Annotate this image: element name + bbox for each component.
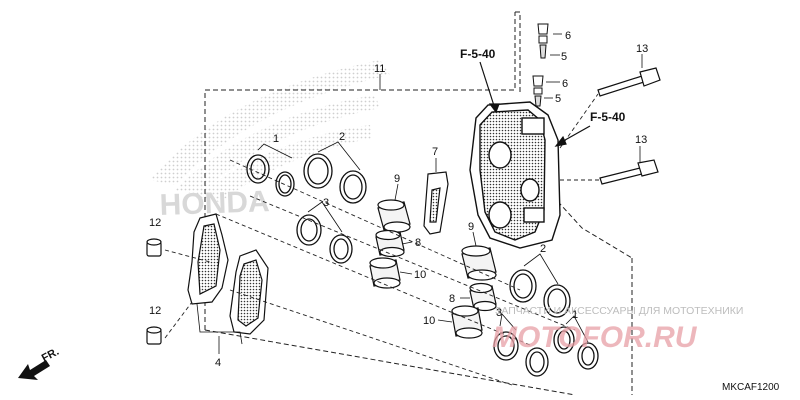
store-watermark: ЗАПЧАСТИ И АКСЕССУАРЫ ДЛЯ МОТОТЕХНИКИ MO… <box>492 305 743 354</box>
callout-3: 3 <box>323 197 329 209</box>
callout-13: 13 <box>635 134 647 146</box>
piston-9-lower <box>461 245 497 281</box>
callout-6: 6 <box>565 30 571 42</box>
brake-pads <box>187 213 269 335</box>
seal-3b <box>329 234 353 264</box>
piston-8-upper <box>375 229 405 258</box>
diagram-code: MKCAF1200 <box>722 382 780 393</box>
seal-3a <box>296 214 322 246</box>
piston-10-upper <box>369 257 401 289</box>
callout-8: 8 <box>449 293 455 305</box>
reference-arrows <box>479 61 591 147</box>
bolt-upper <box>597 67 661 97</box>
callout-10: 10 <box>423 315 435 327</box>
brake-pad-rear <box>229 249 269 335</box>
callout-12: 12 <box>149 305 161 317</box>
brand-logo-watermark: HONDA <box>150 60 390 222</box>
callout-1: 1 <box>572 309 578 321</box>
callout-6: 6 <box>562 78 568 90</box>
reference-label-upper: F-5-40 <box>460 47 496 61</box>
callout-12: 12 <box>149 217 161 229</box>
piston-8-lower <box>469 282 497 312</box>
callout-10: 10 <box>414 269 426 281</box>
store-domain-part3: .RU <box>645 321 698 354</box>
callout-labels: 1 2 3 9 7 8 10 9 2 8 10 3 1 4 6 5 6 5 13… <box>149 30 648 369</box>
assembly-boundary <box>204 11 633 396</box>
seal-2b <box>339 170 367 204</box>
callout-13: 13 <box>636 43 648 55</box>
store-domain-part2: FOR <box>581 321 645 354</box>
callout-4: 4 <box>215 357 221 369</box>
store-domain: MOTOFOR.RU <box>492 321 698 354</box>
pad-pin-lower <box>146 326 162 345</box>
pistons-lower <box>451 245 497 339</box>
front-direction-arrow <box>18 360 50 380</box>
seal-2a <box>303 153 333 189</box>
pistons-upper <box>369 199 411 289</box>
front-direction-label: FR. <box>40 346 61 365</box>
seal-rings-lower <box>493 269 599 377</box>
callout-2: 2 <box>339 131 345 143</box>
pad-spring <box>423 171 449 235</box>
store-caption: ЗАПЧАСТИ И АКСЕССУАРЫ ДЛЯ МОТОТЕХНИКИ <box>495 305 743 317</box>
pad-pins <box>146 238 162 345</box>
pad-pin-upper <box>146 238 162 257</box>
bleeder-screws <box>532 23 549 107</box>
brake-pad-front <box>187 213 229 305</box>
store-domain-part1: MOTO <box>492 321 581 354</box>
seal-rings-upper <box>246 153 367 264</box>
leader-lines <box>196 33 643 354</box>
callout-5: 5 <box>555 93 561 105</box>
callout-8: 8 <box>415 237 421 249</box>
reference-label-right: F-5-40 <box>590 110 626 124</box>
callout-1: 1 <box>273 133 279 145</box>
seal-1b <box>275 171 295 197</box>
piston-10-lower <box>451 305 483 339</box>
callout-11: 11 <box>374 63 385 75</box>
callout-5: 5 <box>561 51 567 63</box>
caliper-body <box>469 101 561 249</box>
bolt-lower <box>599 159 659 185</box>
assembly-lines <box>164 93 600 386</box>
callout-9: 9 <box>468 221 474 233</box>
mounting-bolts <box>597 67 661 185</box>
callout-7: 7 <box>432 146 438 158</box>
callout-3: 3 <box>496 307 502 319</box>
callout-9: 9 <box>394 173 400 185</box>
piston-9-upper <box>377 199 411 233</box>
callout-2: 2 <box>540 243 546 255</box>
